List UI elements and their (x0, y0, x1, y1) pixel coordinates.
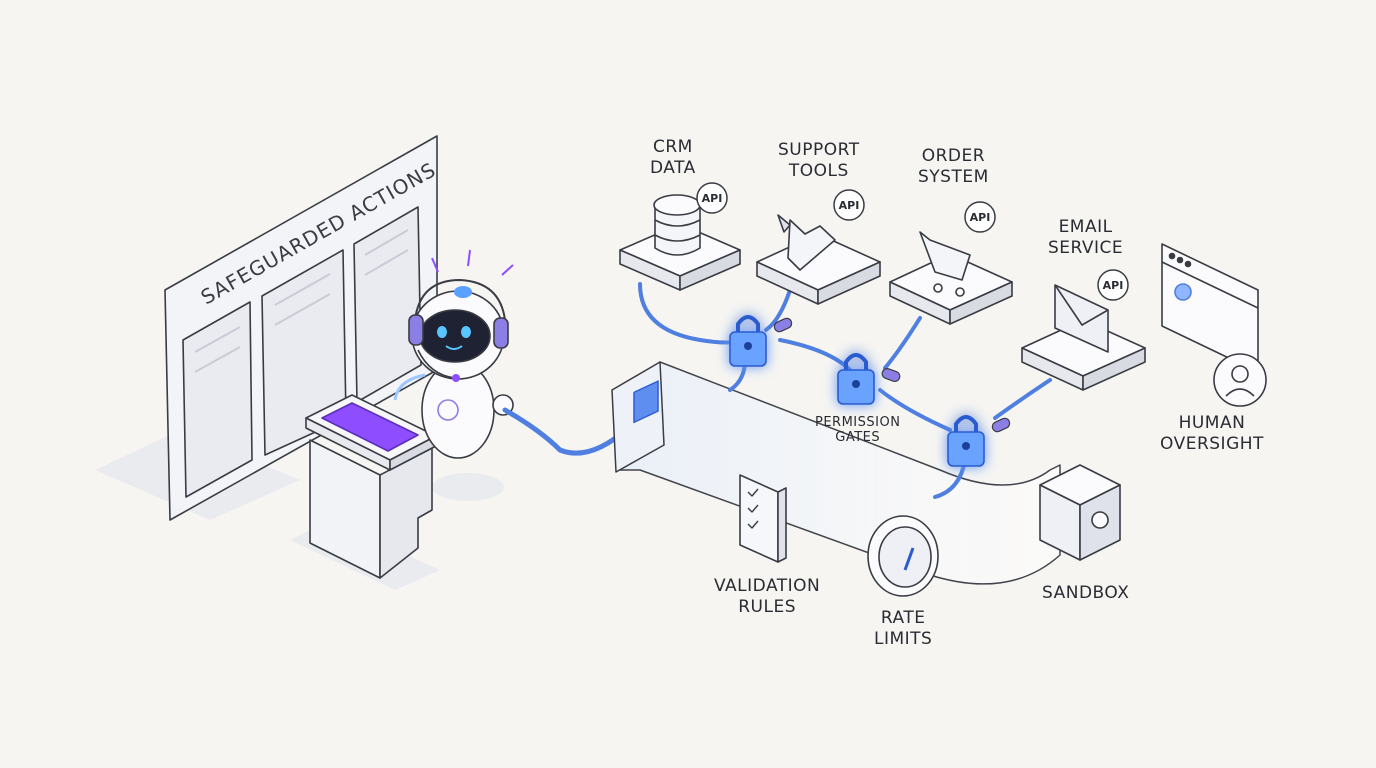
agent-cable (502, 407, 631, 456)
support-platform (756, 214, 881, 305)
email-platform (1021, 284, 1146, 391)
order-platform (889, 231, 1013, 325)
gauge-icon (867, 515, 939, 597)
lock-icon (837, 353, 875, 405)
sandbox-label: SANDBOX (1042, 583, 1130, 603)
support-api-badge: API (839, 199, 860, 212)
robot-agent (393, 249, 514, 459)
safe-icon (1039, 464, 1121, 561)
lock-icon (729, 315, 767, 367)
api-badges (696, 182, 1129, 301)
email-api-badge: API (1103, 279, 1124, 292)
oversight-window (1161, 243, 1267, 407)
clipboard-icon (739, 474, 787, 563)
guarded-pipeline (611, 361, 1061, 585)
order-api-badge: API (970, 211, 991, 224)
crm-platform (619, 194, 741, 291)
lock-icon (947, 415, 985, 467)
cable-clips (773, 317, 1011, 433)
podium (305, 394, 437, 579)
crm-api-badge: API (702, 192, 723, 205)
